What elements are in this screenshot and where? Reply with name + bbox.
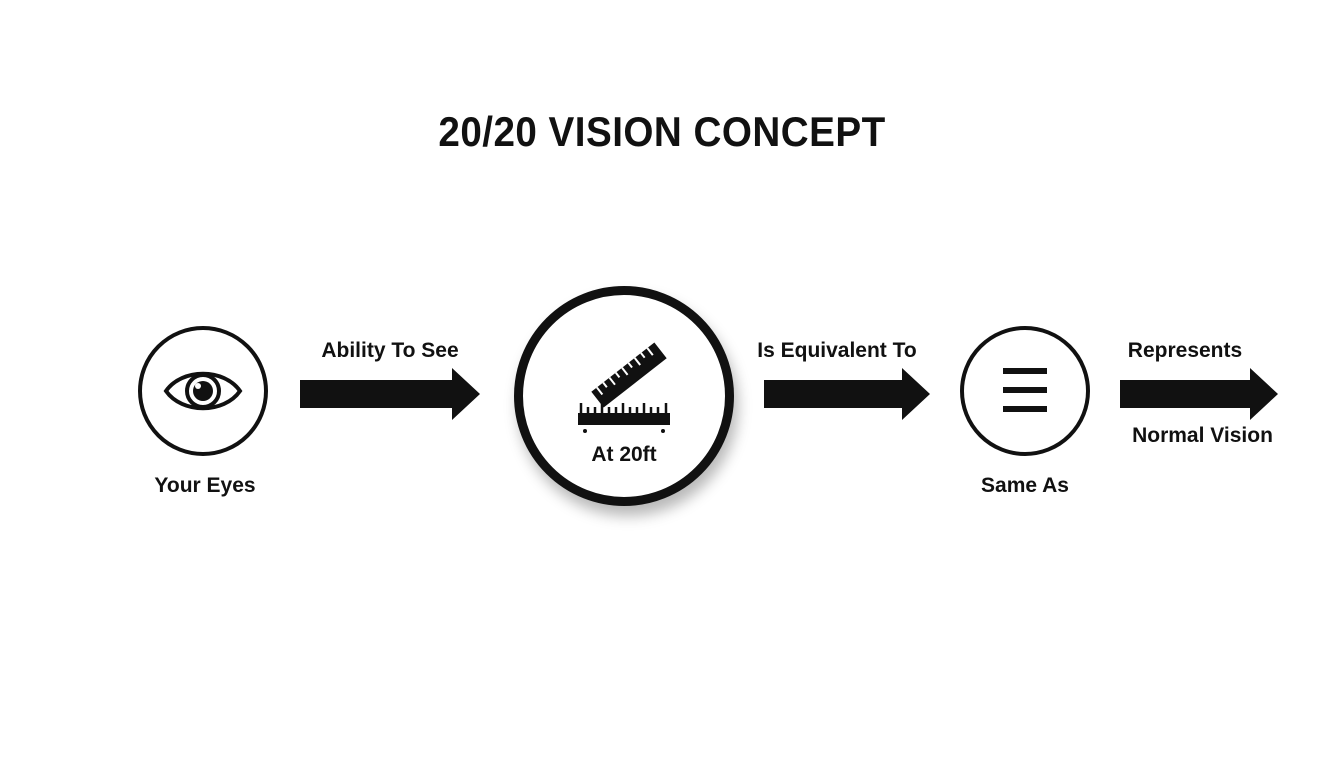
same-as-label: Same As	[981, 474, 1069, 497]
page-title: 20/20 VISION CONCEPT	[438, 108, 886, 155]
at-20ft-label: At 20ft	[591, 443, 657, 466]
normal-vision-label: Normal Vision	[1132, 424, 1273, 447]
represents-label: Represents	[1127, 339, 1243, 362]
is-equivalent-to-label: Is Equivalent To	[757, 339, 917, 362]
ruler-node: At 20ft	[514, 286, 734, 506]
ruler-icon	[578, 342, 670, 433]
eye-node	[138, 326, 268, 456]
eye-icon	[163, 371, 243, 411]
arrow-2	[764, 368, 930, 420]
ability-to-see-label: Ability To See	[321, 339, 459, 362]
arrow-1	[300, 368, 480, 420]
your-eyes-label: Your Eyes	[154, 474, 256, 497]
arrow-3	[1120, 368, 1278, 420]
equals-node	[960, 326, 1090, 456]
equals-icon	[1003, 368, 1047, 412]
